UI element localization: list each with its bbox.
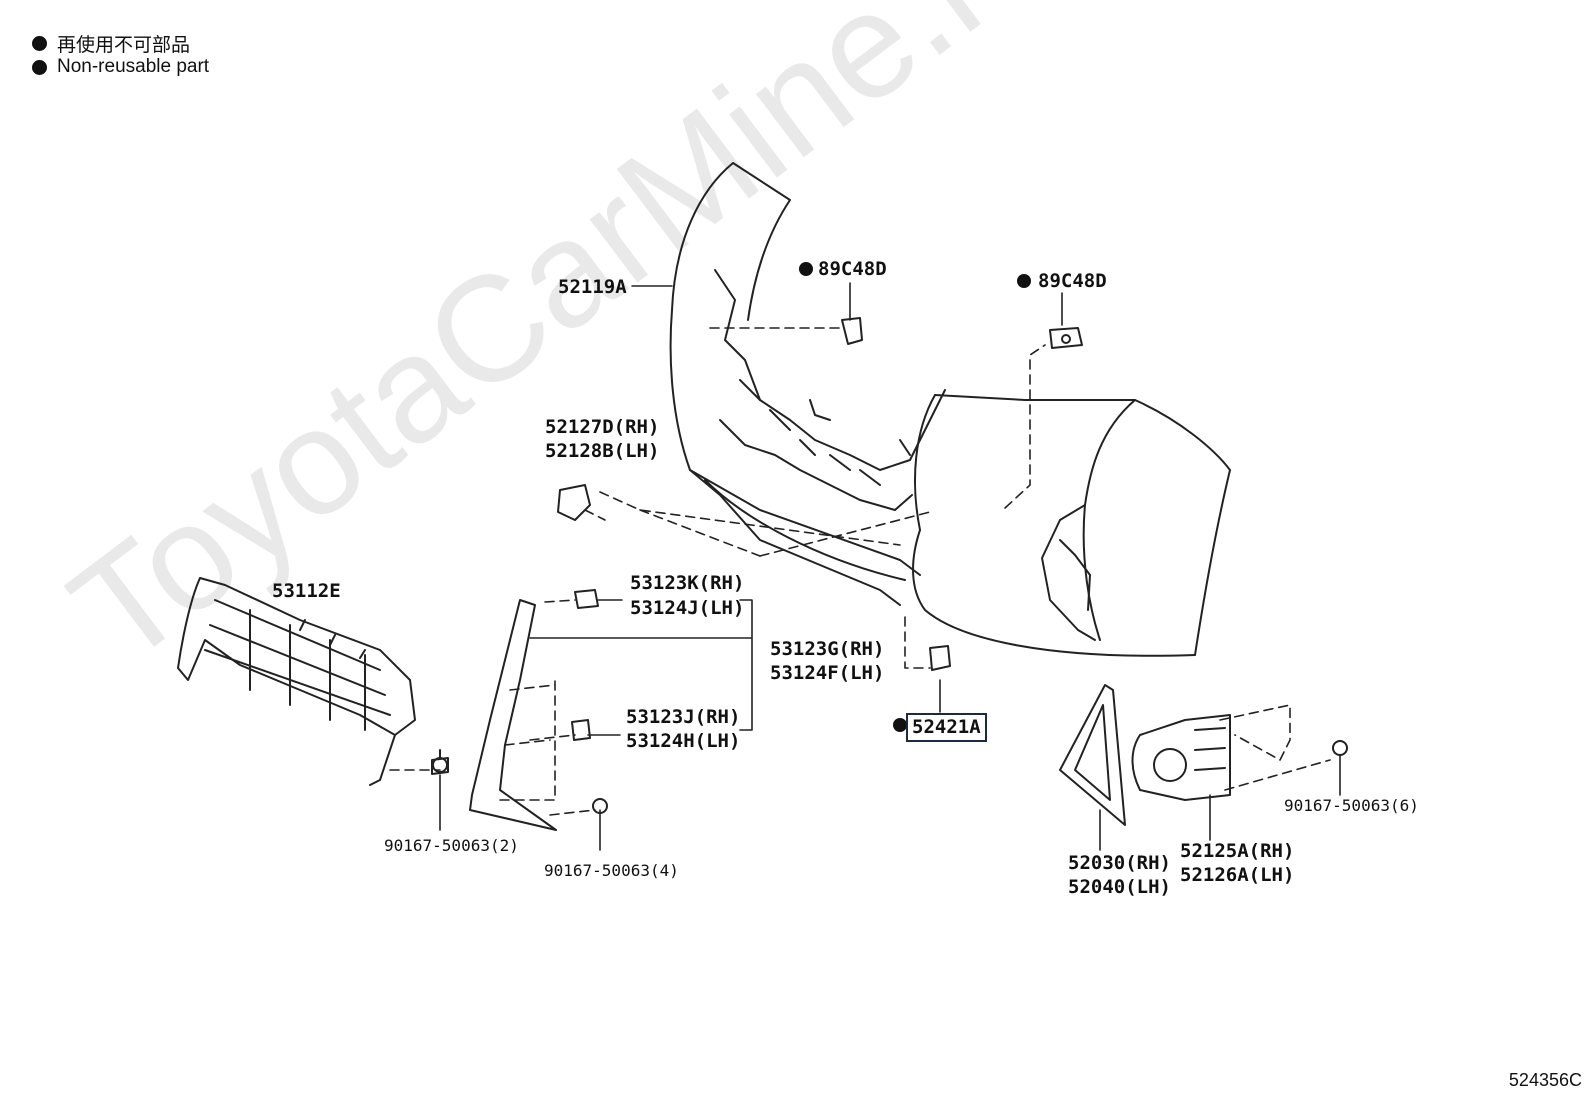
non-reusable-dot-icon xyxy=(32,36,47,51)
label-53124H: 53124H(LH) xyxy=(626,730,741,752)
label-90167-50063-4: 90167-50063(4) xyxy=(544,861,679,880)
legend-en: Non-reusable part xyxy=(32,56,209,78)
label-52127D: 52127D(RH) xyxy=(545,416,660,438)
fog-cover-52125A-drawing xyxy=(1131,714,1231,801)
legend-en-text: Non-reusable part xyxy=(57,56,210,77)
label-53124J: 53124J(LH) xyxy=(630,597,745,619)
label-53123G: 53123G(RH) xyxy=(770,638,885,660)
label-52030: 52030(RH) xyxy=(1068,852,1171,874)
fog-bezel-52030-drawing xyxy=(1059,684,1126,826)
retainer-52421A-drawing xyxy=(929,645,951,671)
label-52421A-highlighted[interactable]: 52421A xyxy=(906,713,987,742)
clip-53123K-drawing xyxy=(574,589,599,609)
label-leaders xyxy=(439,282,1341,851)
label-89C48D-right: 89C48D xyxy=(1038,270,1107,292)
label-53123K: 53123K(RH) xyxy=(630,572,745,594)
diagram-id: 524356C xyxy=(1508,1070,1582,1090)
non-reusable-markers xyxy=(799,262,1031,732)
label-52128B: 52128B(LH) xyxy=(545,440,660,462)
garnish-53123G-drawing xyxy=(469,599,557,831)
legend-jp: 再使用不可部品 xyxy=(32,30,190,57)
label-53123J: 53123J(RH) xyxy=(626,706,741,728)
label-52040: 52040(LH) xyxy=(1068,876,1171,898)
label-52126A: 52126A(LH) xyxy=(1180,864,1295,886)
label-89C48D-left: 89C48D xyxy=(818,258,887,280)
clip-89C48D-left-drawing xyxy=(841,317,863,345)
grille-53112E-drawing xyxy=(177,577,416,786)
leader-lines xyxy=(389,327,1331,816)
screw-90167-2-drawing xyxy=(431,749,449,775)
label-90167-50063-2: 90167-50063(2) xyxy=(384,836,519,855)
screw-90167-4-drawing xyxy=(592,798,608,814)
tow-cap-drawing xyxy=(557,484,591,521)
screw-90167-6-drawing xyxy=(1332,740,1348,756)
label-53112E: 53112E xyxy=(272,580,341,602)
clip-89C48D-right-drawing xyxy=(1049,327,1083,349)
legend-jp-text: 再使用不可部品 xyxy=(57,35,191,56)
clip-53123J-drawing xyxy=(571,719,591,741)
label-52119A: 52119A xyxy=(558,276,627,298)
label-52125A: 52125A(RH) xyxy=(1180,840,1295,862)
label-53124F: 53124F(LH) xyxy=(770,662,885,684)
non-reusable-dot-icon xyxy=(32,59,47,75)
label-90167-50063-6: 90167-50063(6) xyxy=(1284,796,1419,815)
bumper-cover-drawing xyxy=(669,162,1231,657)
